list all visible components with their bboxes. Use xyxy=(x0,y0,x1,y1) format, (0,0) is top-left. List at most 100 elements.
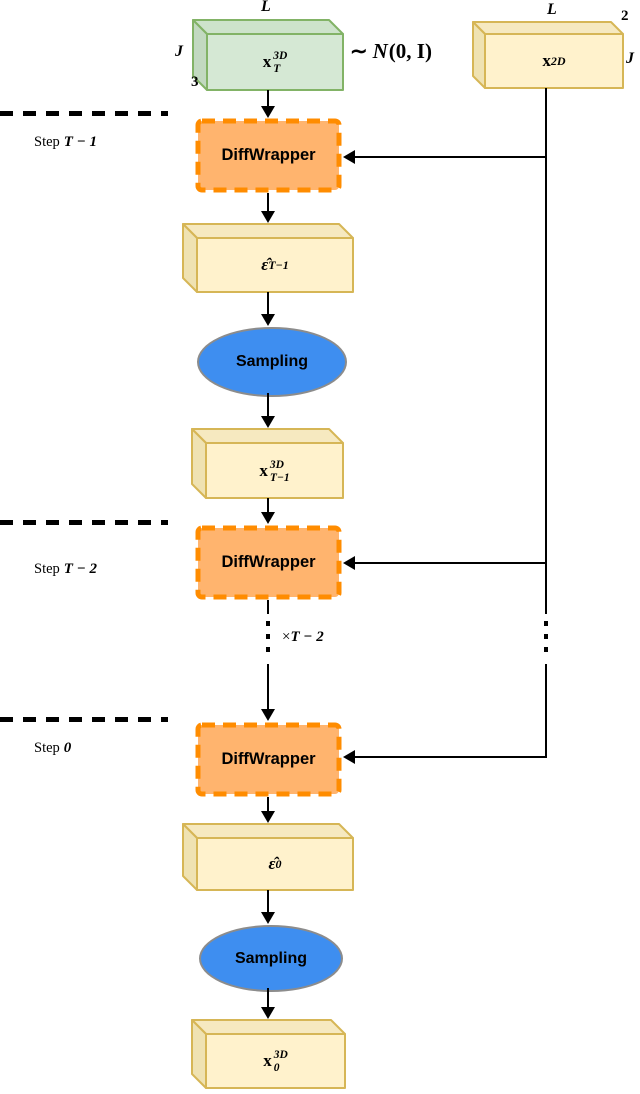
diffwrapper-label: DiffWrapper xyxy=(221,146,316,164)
dim-label-L-top: L xyxy=(261,0,271,15)
math-sub: T−1 xyxy=(268,257,289,272)
arrowhead-down-icon xyxy=(261,416,275,428)
line-diffwrapper2-out xyxy=(267,600,269,614)
step-label-math: 0 xyxy=(63,740,72,756)
cube-shape xyxy=(182,223,354,293)
cube-shape xyxy=(192,19,344,91)
diffwrapper-label: DiffWrapper xyxy=(221,553,316,571)
math-sub: 0 xyxy=(275,856,282,871)
arrow-eps0-to-sampling2 xyxy=(267,890,269,912)
arrow-diffwrapper3-to-eps0 xyxy=(267,797,269,811)
math-sup: 2D xyxy=(550,53,566,68)
diffwrapper-box-1: DiffWrapper xyxy=(195,118,342,193)
math-sup: 3D xyxy=(273,50,288,63)
math-base: x xyxy=(259,460,268,480)
step-label-math: T − 2 xyxy=(63,561,98,577)
arrow-x2d-to-diffwrapper2 xyxy=(355,562,547,564)
math-base: x xyxy=(263,1051,272,1070)
sampling-label: Sampling xyxy=(235,353,308,370)
arrow-diffwrapper1-to-eps xyxy=(267,193,269,211)
math-sup: 3D xyxy=(273,1049,288,1062)
diffwrapper-box-2: DiffWrapper xyxy=(195,525,342,600)
math-base: ε̂ xyxy=(261,255,269,274)
noise-args: (0, xyxy=(388,39,412,63)
arrow-x2d-to-diffwrapper1 xyxy=(355,156,547,158)
diffwrapper-label: DiffWrapper xyxy=(221,750,316,768)
arrowhead-left-icon xyxy=(343,556,355,570)
math-base: x xyxy=(262,52,272,71)
dim-label-J-left: J xyxy=(175,43,183,60)
arrowhead-left-icon xyxy=(343,750,355,764)
noise-close: ) xyxy=(424,39,432,63)
loop-math: T − 2 xyxy=(290,629,324,645)
times-symbol: × xyxy=(282,629,291,645)
arrowhead-down-icon xyxy=(261,912,275,924)
sampling-ellipse-1: Sampling xyxy=(197,327,347,397)
step-label-math: T − 1 xyxy=(63,134,98,150)
arrowhead-down-icon xyxy=(261,709,275,721)
eps-T-1-label: ε̂T−1 xyxy=(197,238,353,292)
math-sub: T−1 xyxy=(269,471,290,484)
step-label-prefix: Step xyxy=(34,561,60,577)
arrow-xT-1-to-diffwrapper2 xyxy=(267,498,269,512)
node-eps-T-1-cube: ε̂T−1 xyxy=(182,223,354,293)
diffwrapper-box-3: DiffWrapper xyxy=(195,722,342,797)
arrowhead-left-icon xyxy=(343,150,355,164)
eps-0-label: ε̂0 xyxy=(197,838,353,890)
identity-I: I xyxy=(416,39,425,63)
dim-label-3-bottom: 3 xyxy=(191,74,199,90)
cube-shape xyxy=(182,823,354,891)
separator-step-T-2 xyxy=(0,520,168,525)
ellipsis-dots-condition xyxy=(544,621,548,657)
math-base: x xyxy=(542,51,551,70)
arrowhead-down-icon xyxy=(261,211,275,223)
math-sup: 3D xyxy=(269,458,284,471)
dashed-border xyxy=(195,525,342,600)
dim-label-J-right: J xyxy=(626,50,634,67)
separator-step-0 xyxy=(0,717,168,722)
cube-shape xyxy=(191,1019,346,1089)
math-sub: T xyxy=(273,63,281,75)
arrow-loop-to-diffwrapper3 xyxy=(267,664,269,709)
dim-label-2: 2 xyxy=(621,8,629,24)
step-label-prefix: Step xyxy=(34,134,60,150)
condition-line-upper xyxy=(545,88,547,614)
arrow-sampling1-to-xT-1 xyxy=(267,393,269,416)
cube-shape xyxy=(472,21,624,89)
ellipsis-dots-main xyxy=(266,621,270,657)
separator-step-T-1 xyxy=(0,111,168,116)
arrowhead-down-icon xyxy=(261,1007,275,1019)
tilde-symbol: ∼ xyxy=(350,39,368,63)
noise-annotation: ∼N(0, I) xyxy=(350,39,432,64)
arrow-xT-to-diffwrapper1 xyxy=(267,90,269,106)
sampling-ellipse-2: Sampling xyxy=(199,925,343,992)
node-eps-0-cube: ε̂0 xyxy=(182,823,354,891)
dashed-border xyxy=(195,118,342,193)
cube-shape xyxy=(191,428,344,499)
step-label-prefix: Step xyxy=(34,740,60,756)
dim-label-L-top: L xyxy=(547,1,557,18)
arrowhead-down-icon xyxy=(261,106,275,118)
dashed-border xyxy=(195,722,342,797)
arrow-x2d-to-diffwrapper3 xyxy=(355,756,547,758)
sampling-label: Sampling xyxy=(234,949,307,967)
loop-count-label: ×T − 2 xyxy=(282,629,324,646)
arrow-eps-to-sampling1 xyxy=(267,292,269,314)
arrowhead-down-icon xyxy=(261,314,275,326)
script-N: N xyxy=(372,39,388,63)
condition-line-lower xyxy=(545,664,547,758)
math-sub: 0 xyxy=(273,1062,280,1074)
arrowhead-down-icon xyxy=(261,512,275,524)
